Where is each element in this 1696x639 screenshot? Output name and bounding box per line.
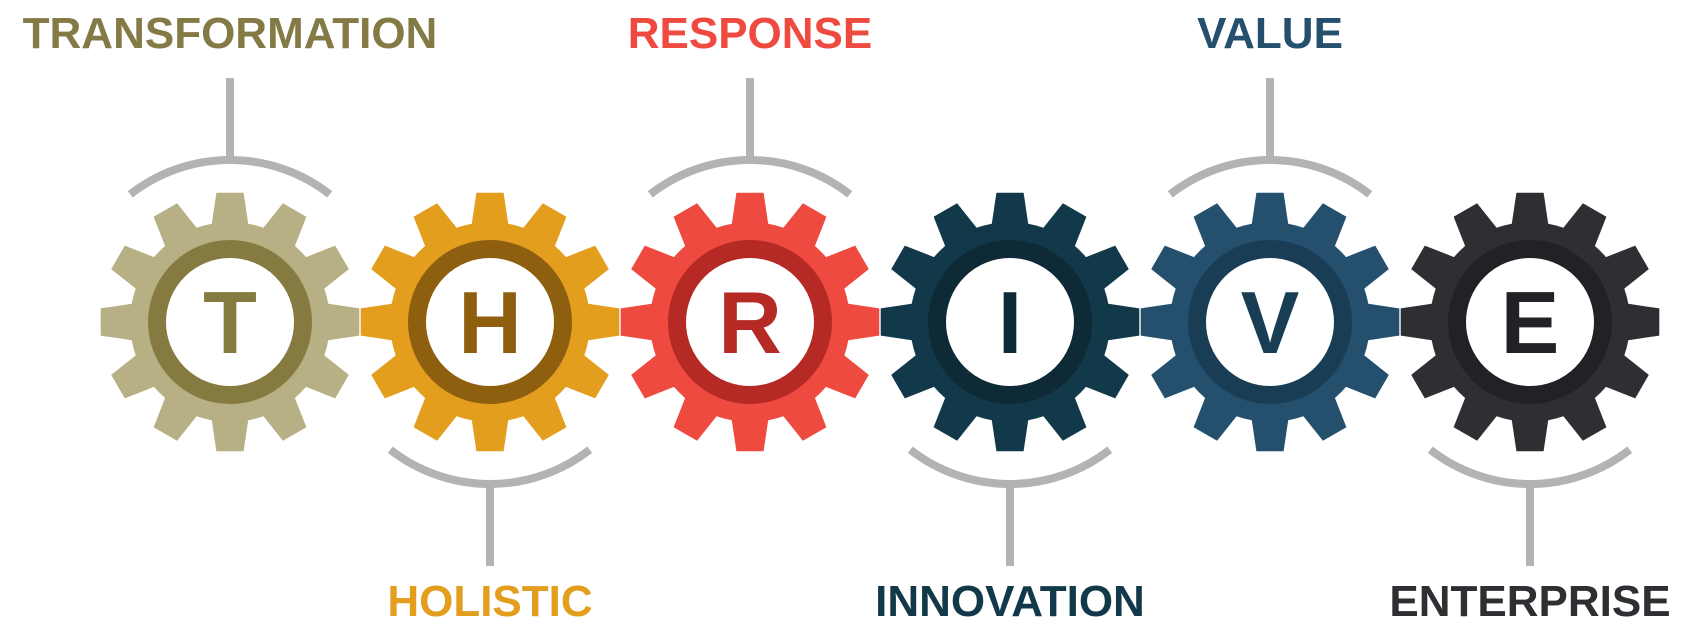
gear-letter: V bbox=[1241, 273, 1300, 372]
gear-ring bbox=[1448, 240, 1612, 404]
gear-ring bbox=[408, 240, 572, 404]
gear-ring bbox=[928, 240, 1092, 404]
connector-arc bbox=[127, 156, 333, 198]
gear-ring bbox=[148, 240, 312, 404]
gear-item-t: T TRANSFORMATION bbox=[23, 9, 438, 452]
gear-letter: E bbox=[1501, 273, 1560, 372]
label-enterprise: ENTERPRISE bbox=[1389, 577, 1670, 626]
gear-letter: H bbox=[458, 273, 522, 372]
label-transformation: TRANSFORMATION bbox=[23, 9, 438, 58]
label-response: RESPONSE bbox=[628, 9, 873, 58]
gear-ring bbox=[668, 240, 832, 404]
gear-item-i: I INNOVATION bbox=[875, 192, 1145, 626]
connector-arc bbox=[907, 446, 1113, 488]
label-innovation: INNOVATION bbox=[875, 577, 1145, 626]
gear-item-v: V VALUE bbox=[1140, 9, 1400, 452]
gear-letter: R bbox=[718, 273, 782, 372]
gear-ring bbox=[1188, 240, 1352, 404]
connector-arc bbox=[1167, 156, 1373, 198]
label-value: VALUE bbox=[1197, 9, 1343, 58]
label-holistic: HOLISTIC bbox=[387, 577, 592, 626]
connector-arc bbox=[1427, 446, 1633, 488]
connector-arc bbox=[387, 446, 593, 488]
gear-letter: I bbox=[998, 273, 1022, 372]
gear-letter: T bbox=[203, 273, 257, 372]
gear-item-h: H HOLISTIC bbox=[360, 192, 620, 626]
connector-arc bbox=[647, 156, 853, 198]
gear-item-e: E ENTERPRISE bbox=[1389, 192, 1671, 626]
gear-item-r: R RESPONSE bbox=[620, 9, 880, 452]
